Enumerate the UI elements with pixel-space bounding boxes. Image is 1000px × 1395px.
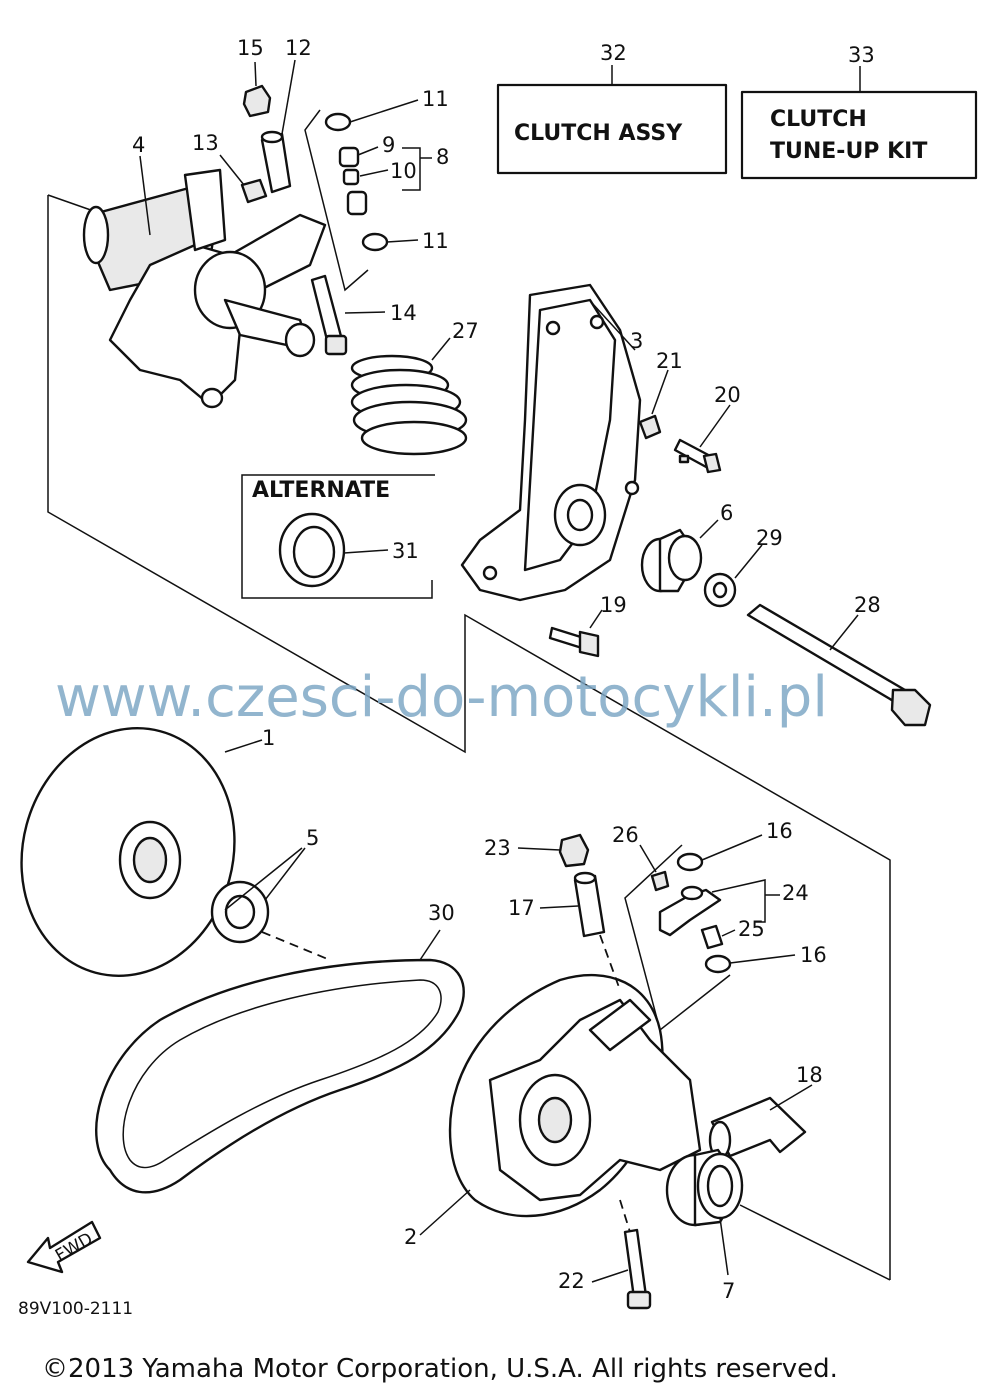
callout-numbers: 1 2 3 4 5 6 7 8 9 10 11 11 12 13 14 15 1… bbox=[132, 36, 881, 1303]
callout-24: 24 bbox=[782, 881, 809, 905]
callout-30: 30 bbox=[428, 901, 455, 925]
callout-25: 25 bbox=[738, 917, 765, 941]
clutch-tune-up-kit-box: CLUTCH TUNE-UP KIT 33 bbox=[740, 43, 978, 180]
callout-4: 4 bbox=[132, 133, 145, 157]
fwd-arrow-icon: FWD bbox=[26, 1220, 102, 1274]
callout-27: 27 bbox=[452, 319, 479, 343]
callout-2: 2 bbox=[404, 1225, 417, 1249]
part-2-movable-sheave bbox=[419, 973, 702, 1236]
callout-29: 29 bbox=[756, 526, 783, 550]
callout-15: 15 bbox=[237, 36, 264, 60]
callout-21: 21 bbox=[656, 349, 683, 373]
clutch-assy-label: CLUTCH ASSY bbox=[514, 121, 683, 146]
callout-22: 22 bbox=[558, 1269, 585, 1293]
callout-26: 26 bbox=[612, 823, 639, 847]
callout-13: 13 bbox=[192, 131, 219, 155]
callout-28: 28 bbox=[854, 593, 881, 617]
callout-12: 12 bbox=[285, 36, 312, 60]
part-5-bushing-halves bbox=[210, 847, 306, 944]
callout-11-upper: 11 bbox=[422, 87, 449, 111]
part-3-cover bbox=[460, 283, 642, 602]
part-30-drive-belt bbox=[95, 929, 465, 1194]
callout-16-lower: 16 bbox=[800, 943, 827, 967]
callout-32: 32 bbox=[600, 41, 627, 65]
tune-up-kit-label-line2: TUNE-UP KIT bbox=[770, 139, 927, 164]
callout-8: 8 bbox=[436, 145, 449, 169]
callout-11-lower: 11 bbox=[422, 229, 449, 253]
callout-7: 7 bbox=[722, 1279, 735, 1303]
callout-5: 5 bbox=[306, 826, 319, 850]
callout-10: 10 bbox=[390, 159, 417, 183]
part-27-spring bbox=[350, 337, 468, 456]
alternate-label: ALTERNATE bbox=[252, 478, 390, 503]
copyright-notice: ©2013 Yamaha Motor Corporation, U.S.A. A… bbox=[42, 1354, 838, 1384]
part-1-fixed-sheave bbox=[20, 727, 263, 977]
callout-3: 3 bbox=[630, 329, 643, 353]
parts-7-18-22 bbox=[591, 1084, 813, 1310]
callout-16-upper: 16 bbox=[766, 819, 793, 843]
callout-31: 31 bbox=[392, 539, 419, 563]
clutch-assy-box: CLUTCH ASSY 32 bbox=[496, 41, 728, 175]
drawing-code: 89V100-2111 bbox=[18, 1299, 133, 1319]
callout-6: 6 bbox=[720, 501, 733, 525]
parts-9-15 bbox=[219, 59, 432, 356]
callout-18: 18 bbox=[796, 1063, 823, 1087]
parts-6-19-20-21-28-29 bbox=[548, 369, 932, 727]
callout-9: 9 bbox=[382, 133, 395, 157]
callout-17: 17 bbox=[508, 896, 535, 920]
callout-1: 1 bbox=[262, 726, 275, 750]
callout-19: 19 bbox=[600, 593, 627, 617]
callout-14: 14 bbox=[390, 301, 417, 325]
callout-23: 23 bbox=[484, 836, 511, 860]
tune-up-kit-label-line1: CLUTCH bbox=[770, 107, 867, 132]
callout-20: 20 bbox=[714, 383, 741, 407]
callout-33: 33 bbox=[848, 43, 875, 67]
parts-16-17-23-24-25-26 bbox=[517, 833, 796, 1032]
alternate-box: ALTERNATE 31 bbox=[241, 474, 435, 599]
part-4-clutch-spider bbox=[82, 155, 327, 409]
watermark: www.czesci-do-motocykli.pl bbox=[55, 665, 828, 730]
